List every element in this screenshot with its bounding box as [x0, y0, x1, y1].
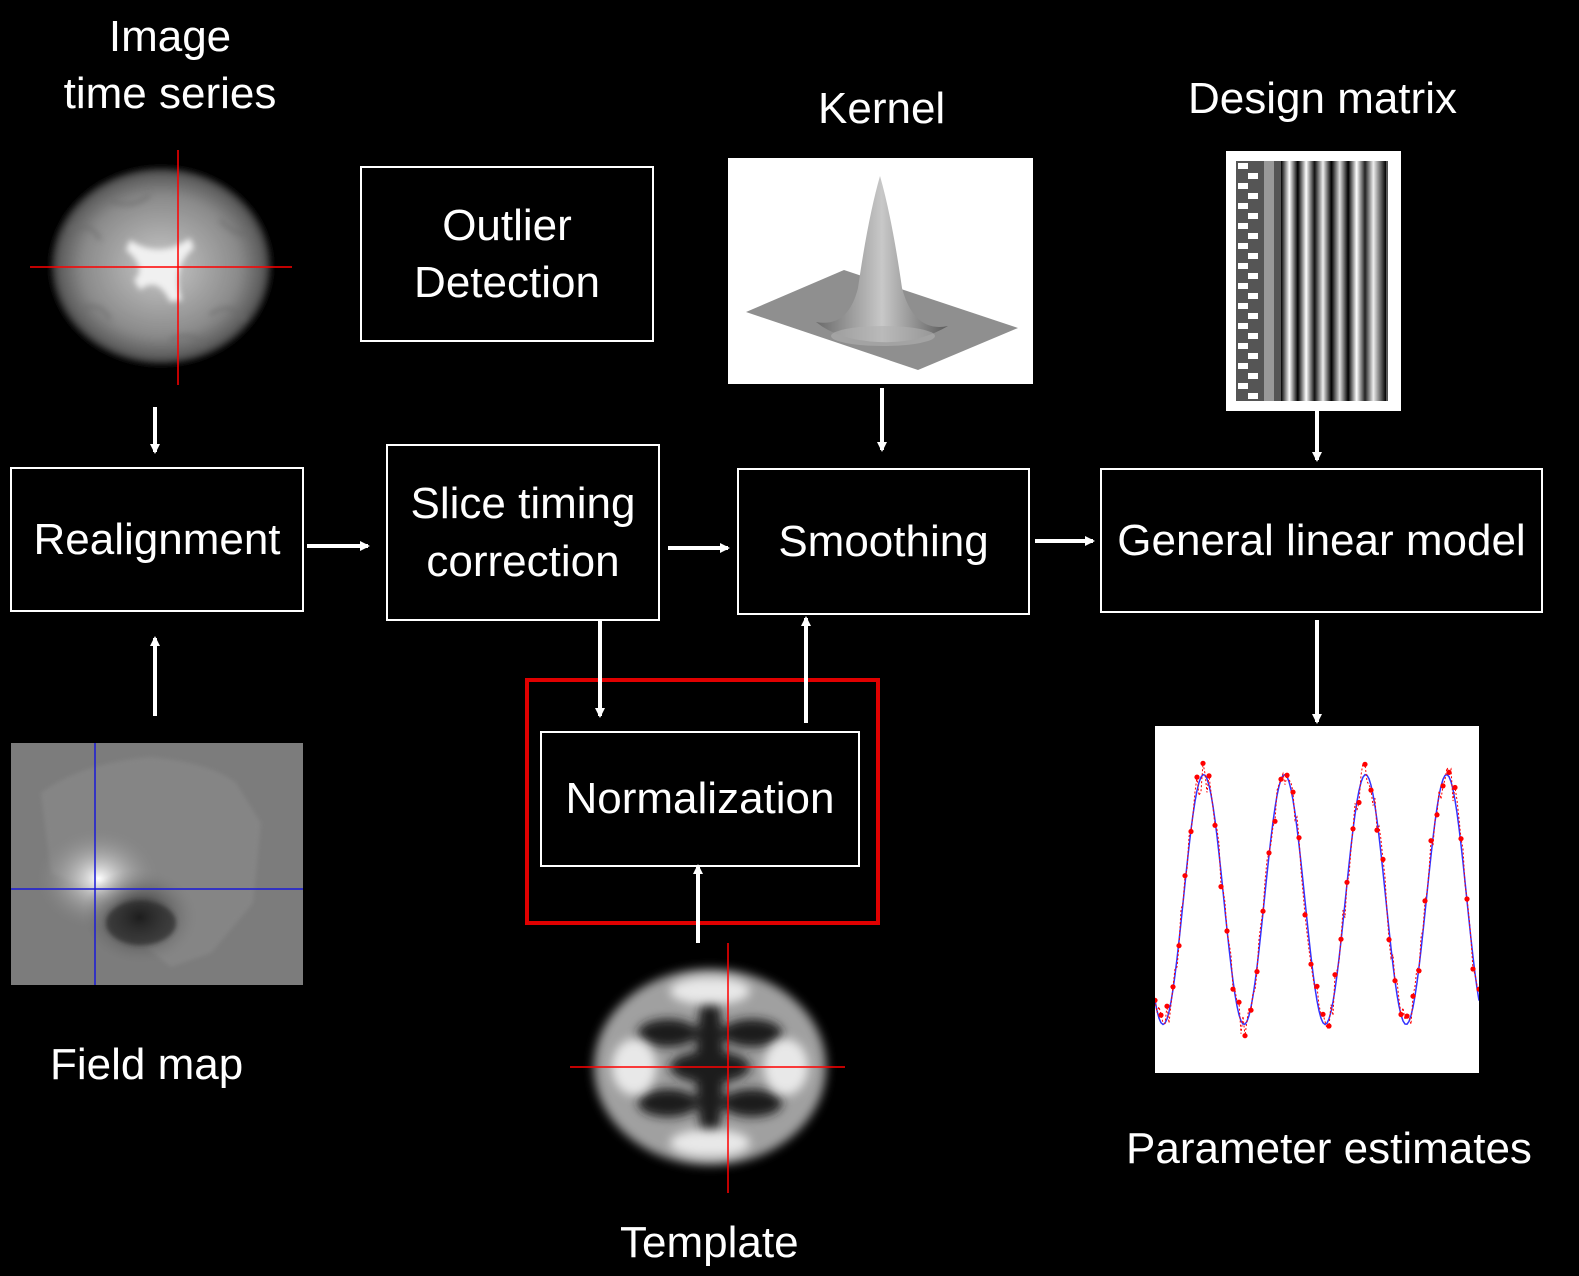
parameter-estimates-plot	[1155, 726, 1479, 1073]
parameter-estimates-label: Parameter estimates	[1126, 1124, 1532, 1173]
outlier-detection-box: Outlier Detection	[360, 166, 654, 342]
template-brain-image	[570, 943, 845, 1193]
field-map-image	[11, 743, 303, 985]
normalization-box: Normalization	[540, 731, 860, 867]
gaussian-kernel-image	[728, 158, 1033, 384]
field-map-label: Field map	[50, 1040, 244, 1089]
smoothing-box: Smoothing	[737, 468, 1030, 615]
time-series-brain-image	[30, 150, 292, 385]
general-linear-model-box: General linear model	[1100, 468, 1543, 613]
design-matrix-image	[1226, 151, 1401, 411]
design-matrix-label: Design matrix	[1188, 74, 1457, 123]
normalization-highlight-frame	[525, 678, 880, 925]
realignment-box: Realignment	[10, 467, 304, 612]
slice-timing-box: Slice timing correction	[386, 444, 660, 621]
kernel-label: Kernel	[818, 84, 946, 133]
image-time-series-label: Image time series	[63, 12, 277, 119]
template-label: Template	[620, 1218, 799, 1267]
